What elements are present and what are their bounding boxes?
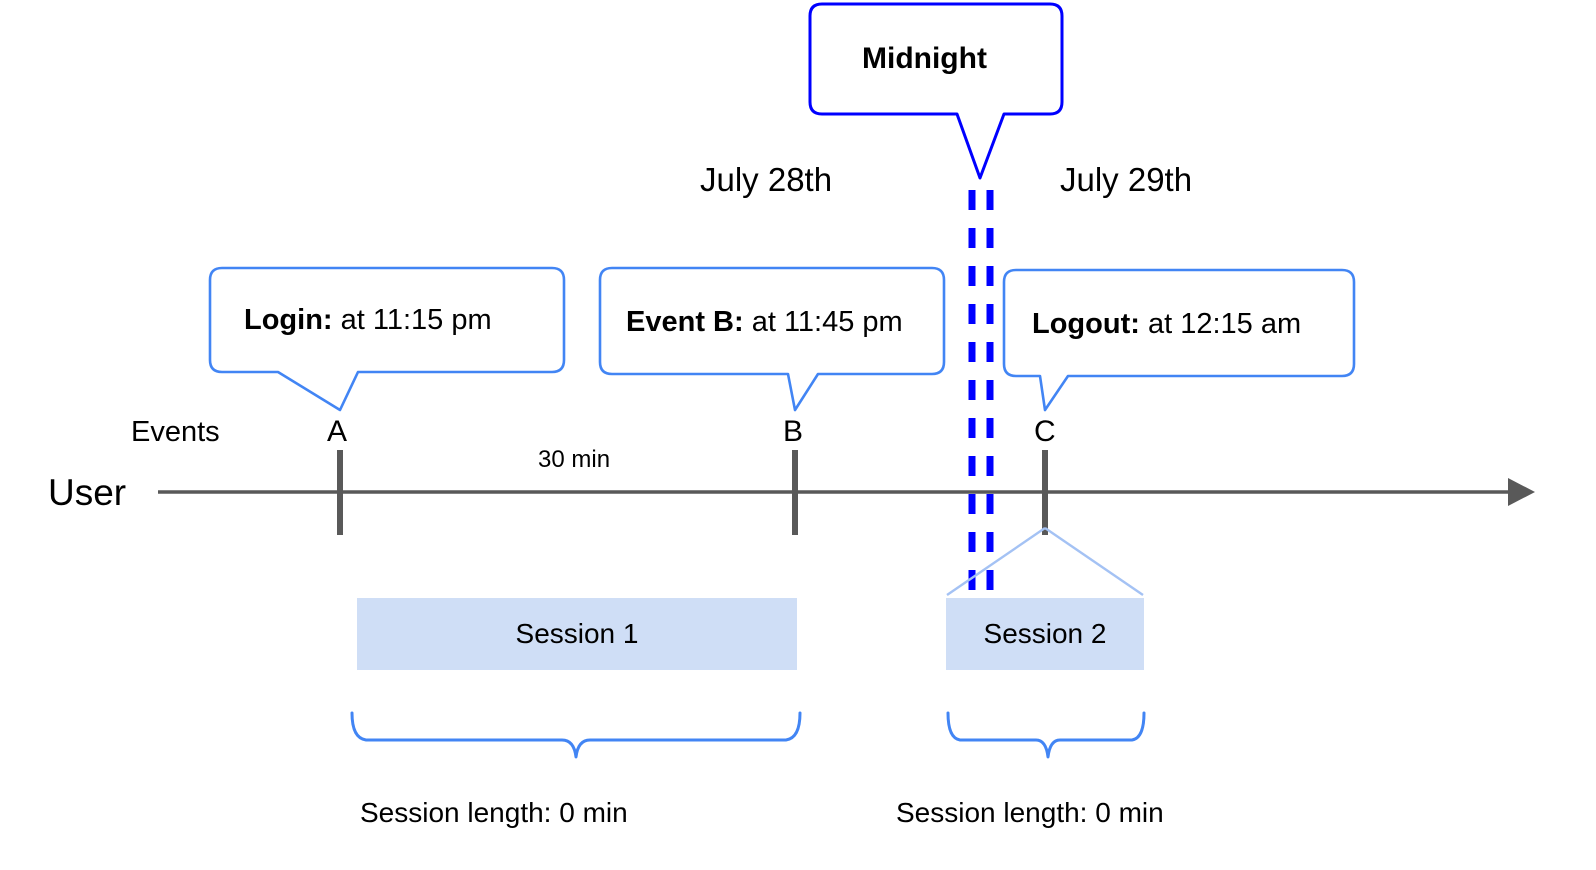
session-2-label: Session 2 (983, 618, 1107, 649)
event-marker-label-b: B (783, 415, 804, 448)
session1-brace-path (350, 711, 802, 759)
event-marker-label-a: A (327, 415, 348, 448)
day-label-july-28: July 28th (700, 161, 833, 198)
eventb-callout-rest: at 11:45 pm (743, 306, 903, 338)
session2-leader-right (1044, 527, 1144, 596)
session2-brace-path (946, 711, 1146, 759)
timeline-axis (158, 478, 1535, 506)
login-callout-strong: Login: (244, 304, 333, 336)
eventb-bubble (598, 266, 946, 412)
midnight-bubble (808, 2, 1064, 180)
eventb-callout-strong: Event B: (626, 306, 744, 338)
logout-callout-label: Logout: at 12:15 am (1032, 310, 1301, 339)
eventb-callout-label: Event B: at 11:45 pm (626, 308, 903, 337)
login-callout-shape (208, 266, 566, 412)
event-marker-label-c: C (1034, 415, 1056, 448)
logout-callout-rest: at 12:15 am (1139, 308, 1302, 340)
midnight-callout-shape (808, 2, 1064, 180)
session1-brace (350, 711, 802, 759)
row-label-user: User (48, 472, 127, 513)
session2-brace (946, 711, 1146, 759)
login-callout-label: Login: at 11:15 pm (244, 306, 492, 335)
session-2-box: Session 2 (946, 598, 1144, 670)
event-ticks (337, 450, 1048, 535)
session-2-length-caption: Session length: 0 min (896, 797, 1164, 828)
row-label-events: Events (131, 416, 220, 448)
login-callout-rest: at 11:15 pm (332, 304, 492, 336)
session-1-length-caption: Session length: 0 min (360, 797, 628, 828)
midnight-callout-label: Midnight (862, 42, 987, 75)
axis-arrowhead (1508, 478, 1535, 506)
login-bubble (208, 266, 566, 412)
session2-leader-lines (946, 527, 1144, 596)
session2-leader-left (946, 527, 1046, 596)
logout-callout-strong: Logout: (1032, 308, 1140, 340)
duration-label-a-to-b: 30 min (538, 446, 611, 473)
eventb-callout-shape (598, 266, 946, 412)
midnight-dashed-lines (968, 190, 994, 600)
logout-bubble (1002, 268, 1356, 412)
day-label-july-29: July 29th (1060, 161, 1193, 198)
logout-callout-shape (1002, 268, 1356, 412)
session-1-label: Session 1 (515, 618, 639, 649)
session-1-box: Session 1 (357, 598, 797, 670)
